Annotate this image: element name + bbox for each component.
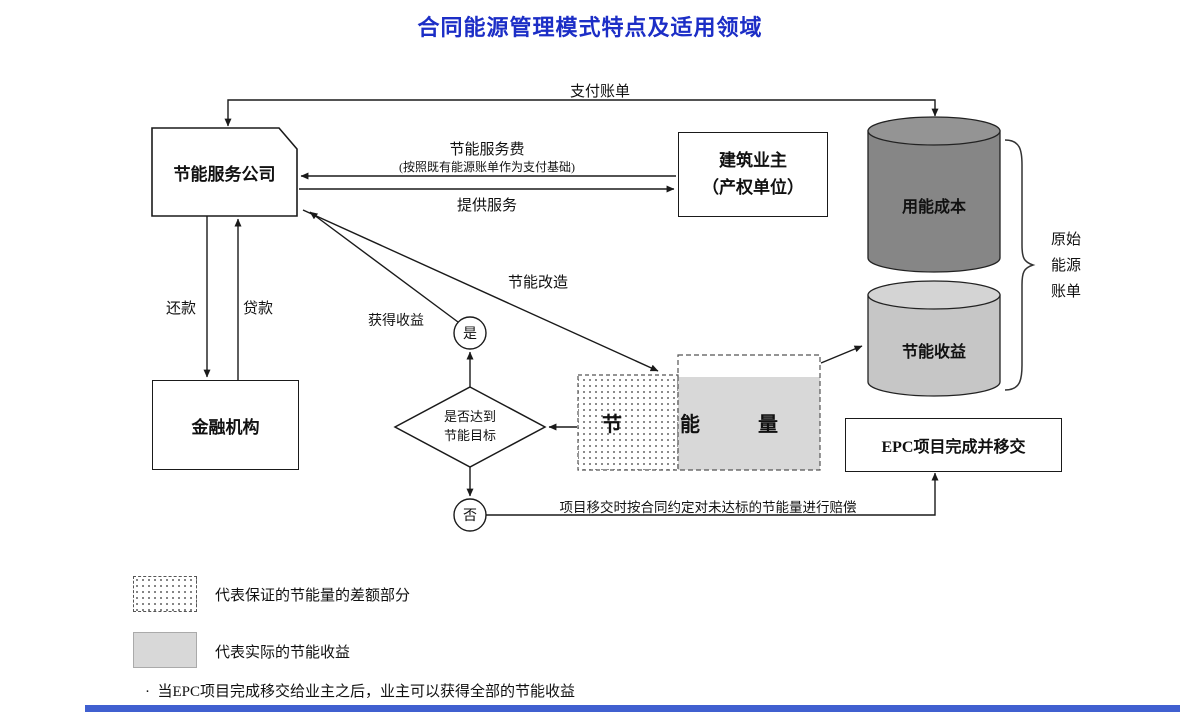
- provide-service-label: 提供服务: [456, 198, 518, 214]
- benefit-cylinder-label: 节能收益: [901, 344, 966, 361]
- fee-basis-label: (按照既有能源账单作为支付基础): [399, 160, 575, 174]
- retrofit-label: 节能改造: [507, 275, 569, 291]
- legend-gray-swatch: [133, 632, 197, 668]
- repay-label: 还款: [165, 301, 197, 317]
- bottom-accent-bar: [85, 705, 1180, 712]
- cost-cylinder-body: [867, 130, 1001, 273]
- finance-label: 金融机构: [191, 417, 260, 437]
- service-fee-label: 节能服务费: [449, 142, 525, 158]
- guarantee-dashed-outline: [677, 354, 821, 471]
- compensation-arrow: [486, 472, 939, 516]
- footnote: · 当EPC项目完成移交给业主之后，业主可以获得全部的节能收益: [145, 680, 575, 701]
- original-bill-line2: 能源: [1050, 258, 1081, 274]
- legend-dotted-label: 代表保证的节能量的差额部分: [215, 588, 411, 604]
- owner-label-line1: 建筑业主: [719, 151, 787, 171]
- finance-box: 金融机构: [152, 380, 299, 470]
- yes-circle: [453, 316, 487, 350]
- benefit-cylinder-top: [867, 280, 1001, 310]
- gain-benefit-arrow: [309, 211, 459, 323]
- cost-cylinder-top: [867, 116, 1001, 146]
- decision-label-line1: 是否达到: [443, 409, 496, 425]
- savings-label: 节能量: [602, 414, 836, 436]
- bill-brace: [1004, 139, 1036, 391]
- loan-label: 贷款: [242, 301, 274, 317]
- compensation-label: 项目移交时按合同约定对未达标的节能量进行赔偿: [559, 500, 857, 515]
- decision-label: 是否达到 节能目标: [400, 404, 540, 450]
- original-bill-line3: 账单: [1050, 284, 1081, 300]
- savings-to-benefit-arrow: [820, 345, 863, 364]
- no-label: 否: [463, 509, 477, 524]
- legend-gray-label: 代表实际的节能收益: [215, 645, 351, 661]
- retrofit-arrow: [302, 209, 659, 372]
- original-bill-label: 原始 能源 账单: [1046, 227, 1086, 305]
- page-title: 合同能源管理模式特点及适用领域: [417, 15, 763, 40]
- esco-box: [151, 127, 298, 217]
- guaranteed-savings-area: [577, 374, 679, 471]
- actual-benefit-area: [678, 377, 820, 470]
- pay-bill-label: 支付账单: [569, 84, 631, 100]
- footnote-bullet-icon: ·: [145, 684, 150, 700]
- gain-benefit-label: 获得收益: [368, 314, 424, 329]
- cost-cylinder-label: 用能成本: [901, 199, 966, 216]
- owner-label-line2: （产权单位）: [702, 177, 804, 197]
- epc-label: EPC项目完成并移交: [881, 439, 1026, 456]
- owner-box: 建筑业主 （产权单位）: [678, 132, 828, 217]
- yes-label: 是: [463, 327, 477, 342]
- legend-dotted-swatch: [133, 576, 197, 612]
- benefit-cylinder-body: [867, 294, 1001, 397]
- esco-label: 节能服务公司: [173, 164, 276, 184]
- original-bill-line1: 原始: [1050, 232, 1081, 248]
- footnote-text: 当EPC项目完成移交给业主之后，业主可以获得全部的节能收益: [157, 684, 576, 700]
- epc-box: EPC项目完成并移交: [845, 418, 1062, 472]
- pay-bill-arrow: [224, 99, 939, 127]
- decision-label-line2: 节能目标: [443, 428, 496, 443]
